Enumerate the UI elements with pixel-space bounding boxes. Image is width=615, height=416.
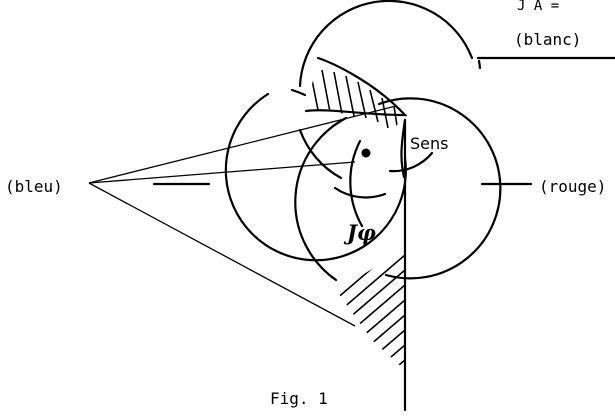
circle-blanc-lower-arc — [298, 128, 343, 180]
circle-bleu-inner-arc — [290, 88, 307, 97]
circle-bleu — [224, 92, 407, 262]
bleu-ray-middle — [88, 161, 356, 184]
label-bleu: (bleu) — [5, 177, 63, 196]
central-dot — [361, 148, 371, 158]
hatched-crescent — [309, 69, 399, 133]
circle-blanc — [298, 0, 474, 88]
label-j-phi: Jφ — [343, 220, 376, 245]
bleu-ray-top — [88, 105, 397, 184]
lens-sens-arc — [388, 151, 434, 173]
figure-caption: Fig. 1 — [270, 389, 328, 408]
circle-rouge — [377, 97, 502, 280]
hatched-wedge — [336, 250, 405, 370]
circle-rouge-inner-arc — [349, 139, 364, 228]
curved-connector — [400, 118, 407, 179]
circle-blanc-right-arc — [477, 59, 482, 70]
lens-jphi-arc — [333, 186, 387, 199]
hatched-crescent-outline — [304, 56, 408, 117]
bleu-ray-bottom — [88, 182, 356, 327]
label-sens: Sens — [410, 134, 448, 153]
label-rouge: (rouge) — [539, 177, 606, 196]
label-blanc: (blanc) — [514, 30, 581, 49]
header-fragment: J A = — [517, 0, 559, 14]
lens-left-arc — [294, 116, 348, 282]
